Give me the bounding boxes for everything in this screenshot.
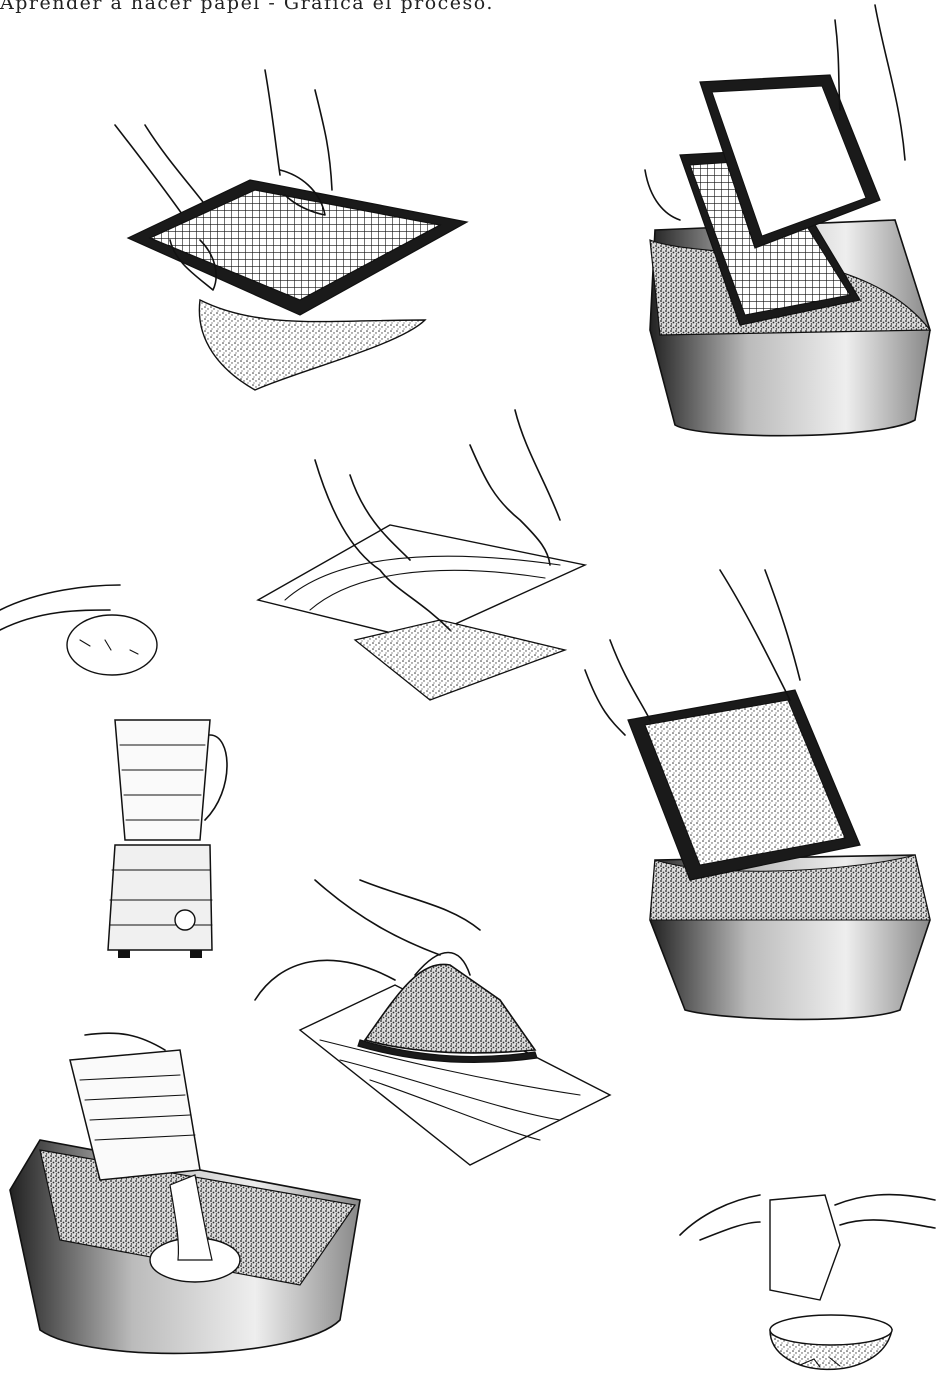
pressed-sheet (355, 620, 565, 700)
step-blend-pulp (0, 585, 227, 958)
torn-paper (770, 1195, 840, 1300)
top-cloth (258, 525, 585, 640)
blender-knob (175, 910, 195, 930)
step-iron-sheet (255, 880, 610, 1165)
step-lift-mould (585, 570, 930, 1019)
blender-base (108, 845, 212, 950)
wet-sheet (199, 300, 425, 390)
step-pour-pulp (10, 1033, 360, 1353)
blender-jar (115, 720, 210, 840)
step-couch-sheet (115, 70, 467, 390)
step-tear-paper (680, 1195, 935, 1370)
bowl-of-scraps (67, 615, 157, 675)
step-assemble-mould (645, 5, 930, 436)
step-press-sheet (258, 410, 585, 700)
